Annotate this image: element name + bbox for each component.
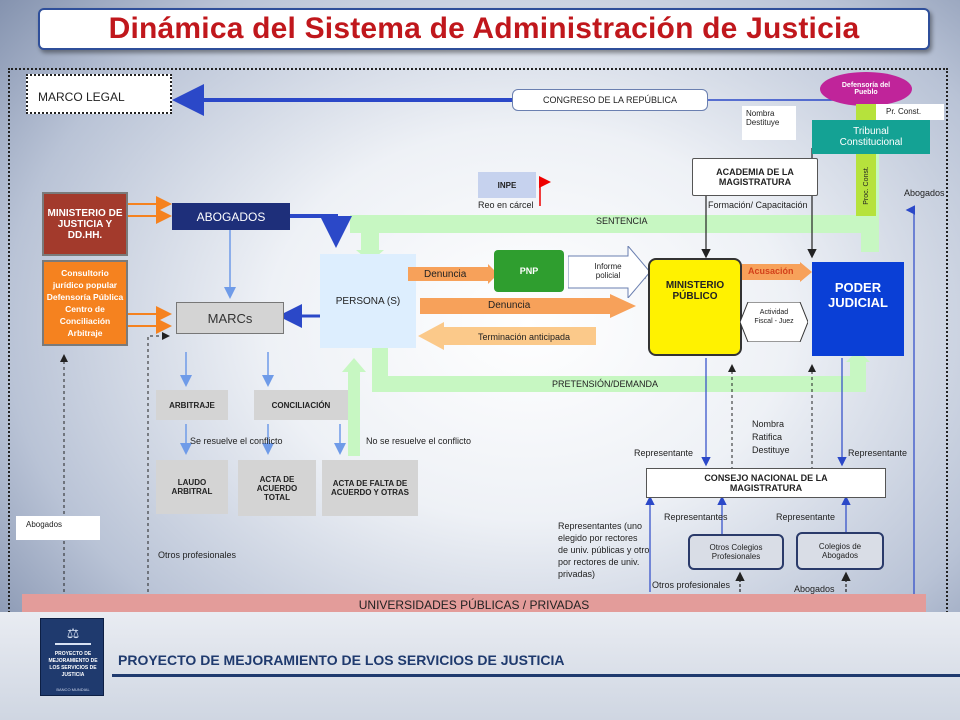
acta-total-box[interactable]: ACTA DE ACUERDO TOTAL <box>238 460 316 516</box>
proc-const-label: Proc. Const. <box>862 165 870 205</box>
acta-falta-label: ACTA DE FALTA DE ACUERDO Y OTRAS <box>331 479 409 497</box>
actividad-shape <box>740 302 808 342</box>
abogados-left-box: Abogados <box>16 516 100 540</box>
title-text: Dinámica del Sistema de Administración d… <box>108 12 860 45</box>
persona-label: PERSONA (S) <box>335 295 401 307</box>
ministerio-justicia-label: MINISTERIO DE JUSTICIA Y DD.HH. <box>47 207 123 241</box>
laudo-label: LAUDO ARBITRAL <box>171 478 213 496</box>
arbitraje-label: ARBITRAJE <box>169 400 215 410</box>
cnm-box[interactable]: CONSEJO NACIONAL DE LA MAGISTRATURA <box>646 468 886 498</box>
acusacion-arrow <box>742 262 812 282</box>
otros-colegios-box[interactable]: Otros Colegios Profesionales <box>688 534 784 570</box>
nombra-ratifica-label: Nombra Ratifica Destituye <box>752 419 790 455</box>
representante-right-label: Representante <box>848 448 908 458</box>
colegios-abogados-box[interactable]: Colegios de Abogados <box>796 532 884 570</box>
universidades-bar[interactable]: UNIVERSIDADES PÚBLICAS / PRIVADAS <box>22 594 926 616</box>
pnp-label: PNP <box>519 266 539 276</box>
formacion-label: Formación/ Capacitación <box>708 200 808 210</box>
pr-const-box: Pr. Const. <box>876 104 944 120</box>
otros-prof-right-label: Otros profesionales <box>652 580 731 590</box>
sentencia-label: SENTENCIA <box>596 216 648 226</box>
universidades-label: UNIVERSIDADES PÚBLICAS / PRIVADAS <box>358 598 590 612</box>
tribunal-label: Tribunal Constitucional <box>839 126 903 148</box>
reo-label: Reo en cárcel <box>478 200 534 210</box>
representante-mid-label: Representante <box>776 512 836 522</box>
denuncia2-label: Denuncia <box>488 300 531 311</box>
marcs-box[interactable]: MARCs <box>176 302 284 334</box>
inpe-box[interactable]: INPE <box>478 172 536 198</box>
conciliacion-label: CONCILIACIÓN <box>271 400 331 410</box>
nombra-destituye-box: Nombra Destituye <box>742 106 796 140</box>
congreso-label: CONGRESO DE LA REPÚBLICA <box>542 95 678 105</box>
denuncia1-label: Denuncia <box>424 269 467 280</box>
pr-const-bar <box>856 104 876 120</box>
marco-legal-box: MARCO LEGAL <box>26 74 172 114</box>
footer-bar: ⚖ PROYECTO DE MEJORAMIENTO DE LOS SERVIC… <box>0 612 960 720</box>
pnp-box[interactable]: PNP <box>494 250 564 292</box>
footer-text: PROYECTO DE MEJORAMIENTO DE LOS SERVICIO… <box>118 652 565 668</box>
arbitraje-box[interactable]: ARBITRAJE <box>156 390 228 420</box>
defensoria-label: Defensoría del Pueblo <box>841 82 891 96</box>
abogados-box[interactable]: ABOGADOS <box>172 203 290 230</box>
proc-const-bar: Proc. Const. <box>856 154 876 216</box>
slide-title: Dinámica del Sistema de Administración d… <box>38 8 930 50</box>
persona-box[interactable]: PERSONA (S) <box>320 254 416 348</box>
academia-label: ACADEMIA DE LA MAGISTRATURA <box>716 167 794 187</box>
ministerio-publico-box[interactable]: MINISTERIO PÚBLICO <box>648 258 742 356</box>
informe-label: Informe policial <box>594 262 622 280</box>
pretension-label: PRETENSIÓN/DEMANDA <box>552 379 659 389</box>
acusacion-label: Acusación <box>748 266 794 276</box>
poder-judicial-box[interactable]: PODER JUDICIAL <box>812 262 904 356</box>
tribunal-box[interactable]: Tribunal Constitucional <box>812 120 930 154</box>
ministerio-justicia-box[interactable]: MINISTERIO DE JUSTICIA Y DD.HH. <box>42 192 128 256</box>
acta-falta-box[interactable]: ACTA DE FALTA DE ACUERDO Y OTRAS <box>322 460 418 516</box>
pr-const-label: Pr. Const. <box>886 107 922 116</box>
abogados-right-label: Abogados <box>904 188 945 198</box>
poder-judicial-label: PODER JUDICIAL <box>828 280 888 310</box>
consultorio-box[interactable]: Consultorio jurídico popular Defensoría … <box>42 260 128 346</box>
denuncia-mp-arrow <box>420 294 636 318</box>
terminacion-label: Terminación anticipada <box>478 332 571 342</box>
inpe-label: INPE <box>497 180 517 190</box>
nombra-destituye-label: Nombra Destituye <box>746 109 780 127</box>
defensoria-box[interactable]: Defensoría del Pueblo <box>820 72 912 106</box>
abogados-bottom-label: Abogados <box>794 584 835 594</box>
informe-arrow <box>568 246 651 298</box>
logo-sub: BANCO MUNDIAL <box>56 687 90 692</box>
abogados-label: ABOGADOS <box>196 209 266 224</box>
representantes-left-label: Representantes <box>664 512 728 522</box>
actividad-label: Actividad Fiscal - Juez <box>754 309 794 325</box>
acta-total-label: ACTA DE ACUERDO TOTAL <box>256 474 298 502</box>
laudo-box[interactable]: LAUDO ARBITRAL <box>156 460 228 514</box>
footer-rule <box>112 674 960 677</box>
marco-legal-label: MARCO LEGAL <box>38 90 125 104</box>
representante-left-label: Representante <box>634 448 694 458</box>
no-se-resuelve-label: No se resuelve el conflicto <box>366 436 472 446</box>
se-resuelve-label: Se resuelve el conflicto <box>190 436 283 446</box>
colegios-abogados-label: Colegios de Abogados <box>818 542 862 560</box>
congreso-box[interactable]: CONGRESO DE LA REPÚBLICA <box>512 89 708 111</box>
logo-text: PROYECTO DE MEJORAMIENTO DE LOS SERVICIO… <box>48 651 98 678</box>
abogados-left-label: Abogados <box>26 520 63 529</box>
terminacion-arrow <box>418 322 596 350</box>
scales-icon: ⚖ <box>55 625 91 645</box>
consultorio-label: Consultorio jurídico popular Defensoría … <box>46 268 124 338</box>
marcs-label: MARCs <box>207 310 253 326</box>
footer-logo: ⚖ PROYECTO DE MEJORAMIENTO DE LOS SERVIC… <box>40 618 104 696</box>
cnm-label: CONSEJO NACIONAL DE LA MAGISTRATURA <box>704 473 828 493</box>
otros-colegios-label: Otros Colegios Profesionales <box>709 543 763 561</box>
pretension-band <box>372 348 866 392</box>
reps-universidades-label: Representantes (uno elegido por rectores… <box>558 521 650 579</box>
ministerio-publico-label: MINISTERIO PÚBLICO <box>665 280 725 302</box>
conciliacion-box[interactable]: CONCILIACIÓN <box>254 390 348 420</box>
denuncia-pnp-arrow <box>408 264 498 284</box>
otros-prof-left-label: Otros profesionales <box>158 550 237 560</box>
academia-box[interactable]: ACADEMIA DE LA MAGISTRATURA <box>692 158 818 196</box>
